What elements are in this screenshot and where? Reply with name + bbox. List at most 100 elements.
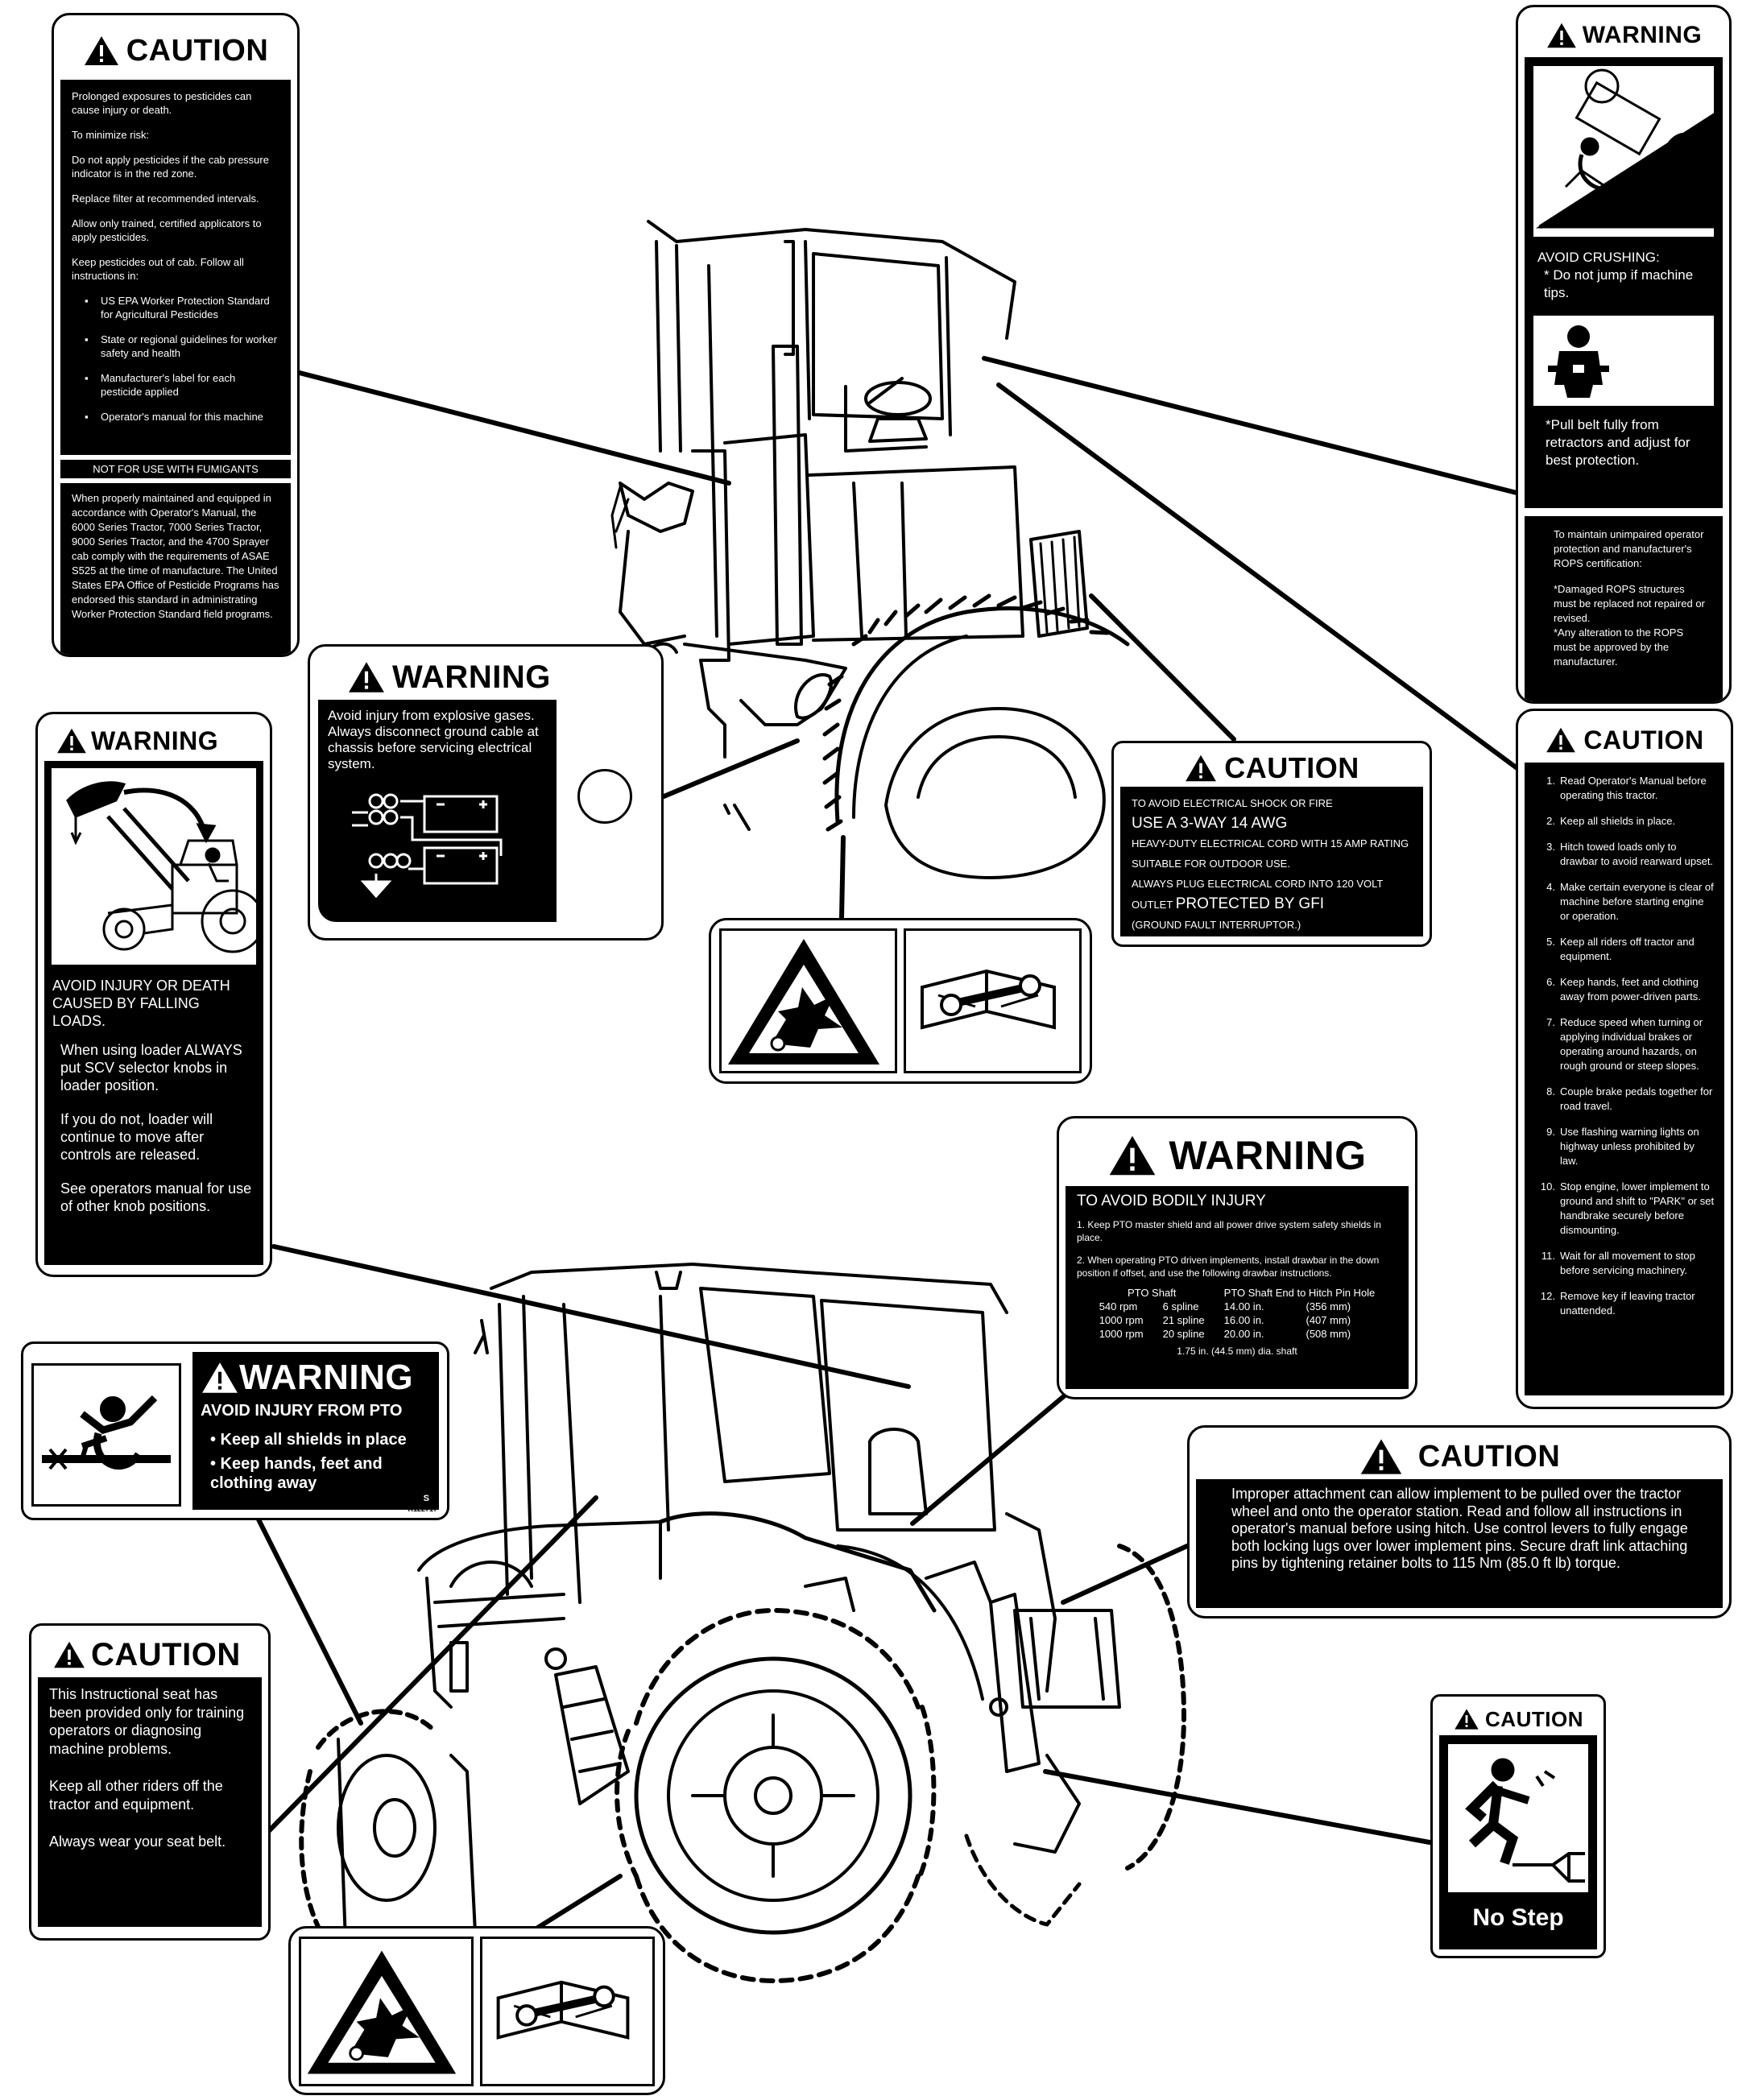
caution-header: CAUTION [1525,717,1724,763]
warning-header: WARNING [1525,14,1723,57]
caution-header: CAUTION [38,1632,262,1677]
battery-warning-text: Avoid injury from explosive gases. Alway… [328,708,539,771]
lower-tractor-drawing [299,1263,1186,1983]
loader-para-1: When using loader ALWAYS put SCV selecto… [60,1042,242,1093]
caution-title: CAUTION [1583,725,1704,754]
warning-title: WARNING [1169,1133,1367,1178]
electric-line-6: (GROUND FAULT INTERRUPTOR.) [1132,919,1301,931]
explosion-hazard-icon [719,928,897,1073]
caution-electric-decal: CAUTION TO AVOID ELECTRICAL SHOCK OR FIR… [1111,741,1432,947]
pto-entanglement-icon [31,1363,181,1507]
no-step-icon [1446,1742,1591,1895]
electric-line-4: ALWAYS PLUG ELECTRICAL CORD INTO 120 VOL… [1132,878,1384,890]
electric-line-3: HEAVY-DUTY ELECTRICAL CORD WITH 15 AMP R… [1132,837,1409,870]
caution-title: CAUTION [91,1636,241,1672]
safety-item: 11.Wait for all movement to stop before … [1541,1250,1695,1276]
safety-item: 12.Remove key if leaving tractor unatten… [1540,1290,1695,1317]
warning-pto-shield-decal: WARNING AVOID INJURY FROM PTO • Keep all… [21,1341,449,1520]
caution-pesticide-decal: CAUTION Prolonged exposures to pesticide… [52,13,300,657]
warning-triangle-icon [1186,754,1217,782]
pto-warning-panel: TO AVOID BODILY INJURY 1. Keep PTO maste… [1066,1186,1409,1389]
seat-caution-panel: This Instructional seat has been provide… [38,1677,262,1927]
pto-shield-heading: AVOID INJURY FROM PTO [201,1402,403,1420]
rops-footer-panel: To maintain unimpaired operator protecti… [1525,516,1723,701]
battery-diagram-icon [352,793,503,899]
safety-item: 4.Make certain everyone is clear of mach… [1546,881,1714,922]
pesticide-bullet-2: State or regional guidelines for worker … [80,333,279,360]
caution-title: CAUTION [1485,1706,1583,1731]
nostep-panel: No Step [1439,1735,1597,1949]
warning-triangle-icon [54,1641,85,1668]
warning-loader-decal: WARNING AVOID INJURY OR DEATH CAUSED BY … [35,712,272,1277]
rops-footer-text: To maintain unimpaired operator protecti… [1554,528,1704,569]
warning-triangle-icon [1546,727,1576,753]
use-text: USE [1641,319,1690,346]
loader-heading: AVOID INJURY OR DEATH CAUSED BY FALLING … [52,978,230,1029]
pesticide-line-3: Do not apply pesticides if the cab press… [72,154,269,180]
seat-para-3: Always wear your seat belt. [49,1833,226,1850]
safety-item: 8.Couple brake pedals together for road … [1546,1085,1713,1112]
pto-col-2: PTO Shaft End to Hitch Pin Hole [1223,1287,1376,1299]
pesticide-bullet-1: US EPA Worker Protection Standard for Ag… [80,294,279,321]
pto-shield-code: R122717 [408,1505,437,1513]
manual-wrench-icon [904,928,1082,1073]
loader-para-2: If you do not, loader will continue to m… [60,1111,213,1163]
explosion-hazard-icon [299,1937,474,2086]
pto-footer: 1.75 in. (44.5 mm) dia. shaft [1177,1346,1297,1357]
warning-header: WARNING [1066,1125,1409,1186]
seat-para-1: This Instructional seat has been provide… [49,1686,245,1757]
battery-decal-hole [577,769,632,824]
electric-line-2: USE A 3-WAY 14 AWG [1132,815,1288,832]
warning-triangle-icon [84,36,118,65]
pesticide-line-2: To minimize risk: [72,129,150,141]
loader-black-panel: AVOID INJURY OR DEATH CAUSED BY FALLING … [44,761,265,1265]
rops-black-panel: AVOID CRUSHING: * Do not jump if machine… [1525,57,1723,508]
safety-item: 3.Hitch towed loads only to drawbar to a… [1546,841,1714,867]
rollover-icon [1531,64,1717,239]
pto-para-2: 2. When operating PTO driven implements,… [1077,1255,1380,1279]
pictogram-decal-lower [288,1926,665,2095]
battery-warning-panel: Avoid injury from explosive gases. Alway… [318,700,557,922]
belt-text: BELT [1636,375,1695,403]
pto-shield-mark: S [423,1494,429,1503]
loader-para-3: See operators manual for use of other kn… [60,1180,252,1214]
warning-triangle-icon [57,728,86,754]
pto-heading: TO AVOID BODILY INJURY [1077,1193,1266,1209]
warning-triangle-icon [349,662,384,692]
pto-shield-panel: WARNING AVOID INJURY FROM PTO • Keep all… [192,1352,439,1510]
caution-seat-decal: CAUTION This Instructional seat has been… [29,1623,271,1941]
caution-tractor-decal: CAUTION 1.Read Operator's Manual before … [1516,709,1733,1409]
pictogram-decal-upper [709,918,1092,1084]
caution-hitch-decal: CAUTION Improper attachment can allow im… [1187,1425,1732,1618]
pesticide-line-5: Allow only trained, certified applicator… [72,217,262,243]
avoid-crushing-heading: AVOID CRUSHING: [1537,250,1660,265]
caution-title: CAUTION [1417,1439,1561,1474]
electric-caution-panel: TO AVOID ELECTRICAL SHOCK OR FIRE USE A … [1120,787,1423,936]
avoid-crushing-note: * Do not jump if machine tips. [1544,267,1694,300]
caution-header: CAUTION [60,22,291,80]
warning-title: WARNING [239,1358,414,1397]
warning-rops-decal: WARNING AVOID CRUSHING: * Do not jump if… [1516,5,1732,704]
leader-lines [255,356,1521,1939]
safety-item: 1.Read Operator's Manual before operatin… [1546,775,1707,801]
safety-item: 2.Keep all shields in place. [1546,815,1676,827]
pto-shield-bullet-2: • Keep hands, feet and clothing away [210,1455,383,1492]
caution-title: CAUTION [1224,751,1359,784]
pto-para-1: 1. Keep PTO master shield and all power … [1077,1219,1381,1243]
manual-wrench-icon [480,1937,655,2086]
warning-triangle-icon [1110,1135,1156,1176]
safety-item: 7.Reduce speed when turning or applying … [1546,1016,1703,1072]
pto-shield-bullet-1: • Keep all shields in place [210,1431,407,1449]
pesticide-line-4: Replace filter at recommended intervals. [72,192,259,205]
seat-text: SEAT [1634,347,1697,374]
warning-pto-decal: WARNING TO AVOID BODILY INJURY 1. Keep P… [1057,1116,1417,1399]
electric-line-1: TO AVOID ELECTRICAL SHOCK OR FIRE [1132,797,1333,809]
pesticide-footer-panel: When properly maintained and equipped in… [60,483,291,655]
warning-header: WARNING [44,721,263,761]
electric-line-5a: OUTLET [1132,899,1173,911]
caution-header: CAUTION [1120,750,1423,787]
caution-nostep-decal: CAUTION No Step [1430,1694,1606,1958]
